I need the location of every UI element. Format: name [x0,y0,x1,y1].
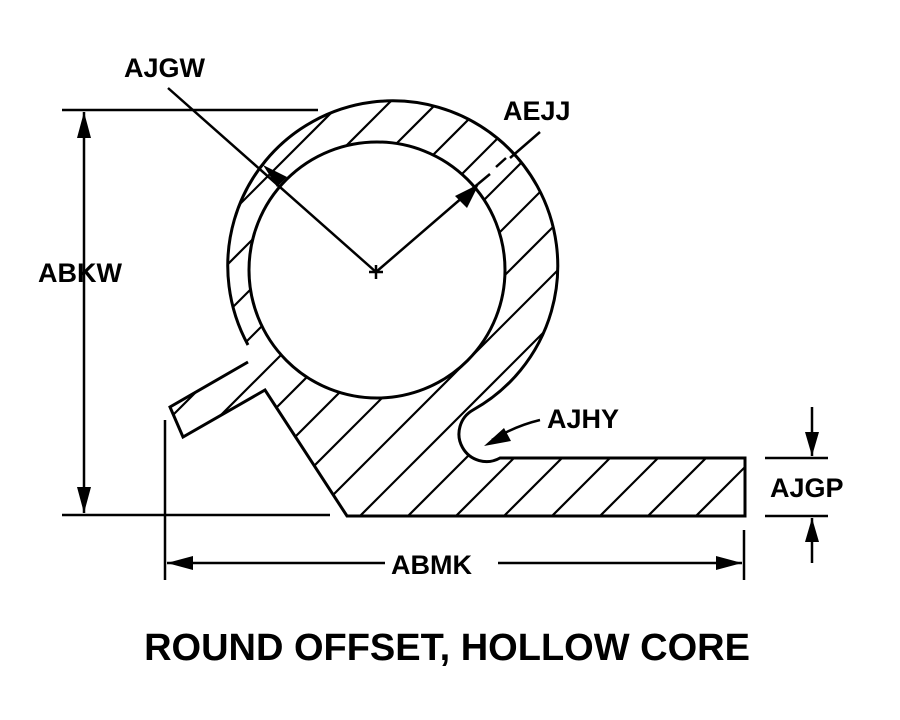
wall-thickness-tick [495,157,507,168]
seal-solid-fill [170,100,745,517]
abkw-dimension [62,108,330,517]
label-abkw: ABKW [38,258,122,288]
seal-profile [168,0,900,700]
diagram-caption: ROUND OFFSET, HOLLOW CORE [144,627,750,669]
ajgw-arrowhead [263,165,287,187]
hatch-line [170,100,685,517]
aejj-dimension [375,131,541,273]
abmk-arrow-left [167,556,193,570]
aejj-arrowhead [455,184,479,208]
seal-outline [168,99,747,518]
ajgp-arrow-top [805,432,819,456]
ajgp-arrow-bottom [805,518,819,542]
label-abmk: ABMK [391,550,472,580]
label-ajhy: AJHY [547,404,619,434]
label-ajgw: AJGW [124,53,206,83]
hatch-line [170,100,493,517]
abkw-arrow-bottom [77,487,91,513]
hatch-line [655,100,745,517]
abmk-dimension [163,420,746,580]
hatch-line [170,100,445,517]
hatch-line [175,100,745,517]
abkw-arrow-top [77,112,91,138]
hatch-line [607,100,745,517]
hatch-line [703,100,745,517]
label-aejj: AEJJ [503,96,571,126]
label-ajgp: AJGP [770,473,844,503]
ajgw-dimension [167,87,377,273]
hollow-core-circle [247,140,507,400]
hatch-line [559,100,745,517]
ajgp-dimension [765,407,828,563]
ajhy-arrowhead [484,428,511,446]
wall-thickness-tick [477,173,491,185]
hatch-line [170,100,397,517]
abmk-arrow-right [716,556,742,570]
ajhy-dimension [484,418,541,446]
hatch-line [170,100,349,517]
hatch-line [800,0,900,700]
hatch-line [752,0,900,700]
hatch-line [367,100,745,517]
section-hatching [170,0,900,700]
